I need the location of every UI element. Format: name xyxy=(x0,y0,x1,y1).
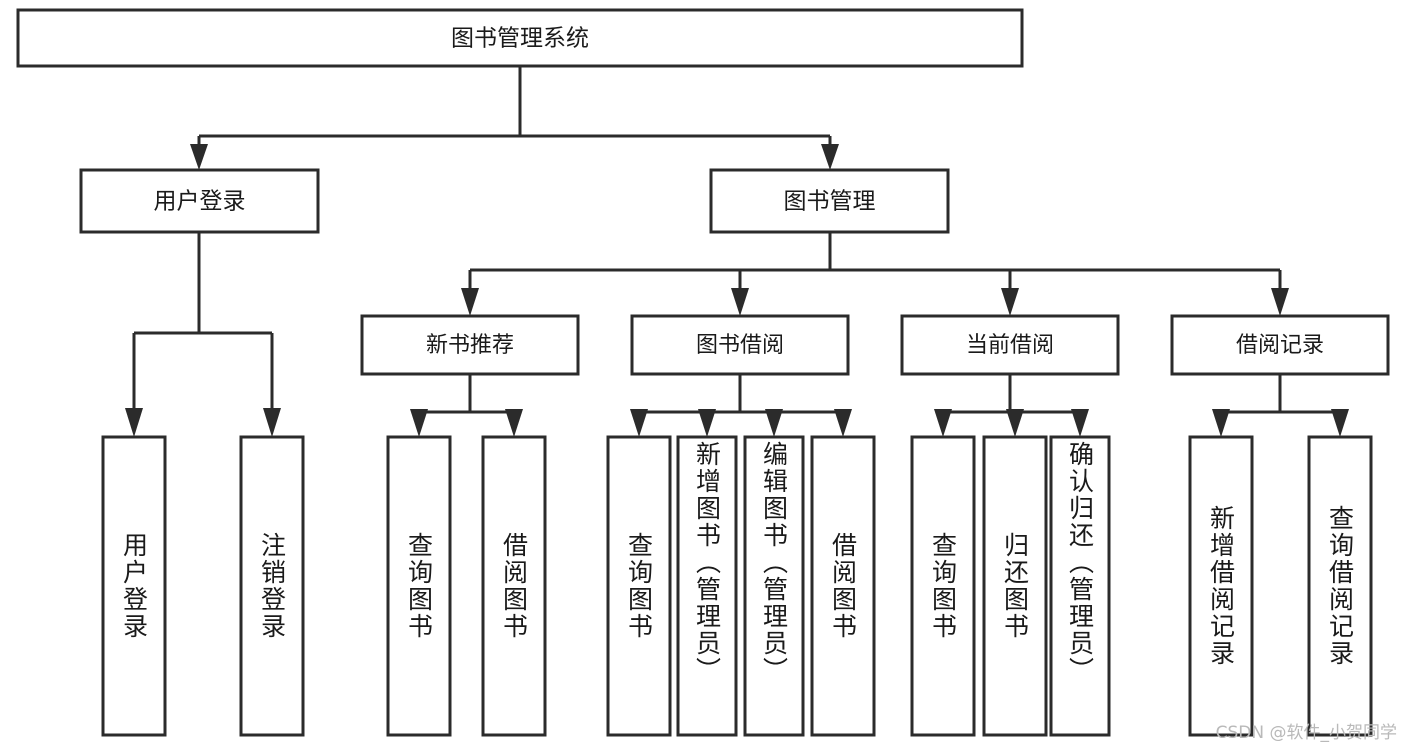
node-book-manage-label: 图书管理 xyxy=(784,189,876,215)
node-current-borrow-label: 当前借阅 xyxy=(966,333,1054,358)
node-leaf-query-book-1-box[interactable] xyxy=(386,435,452,737)
node-leaf-query-book-3-box[interactable] xyxy=(910,435,976,737)
arrowhead-leaf-query-book-3 xyxy=(934,409,952,437)
arrowhead-leaf-add-book xyxy=(698,409,716,437)
arrowhead-bookborrow xyxy=(731,288,749,316)
edge-layer xyxy=(125,66,1349,437)
arrowhead-newbookrec xyxy=(461,288,479,316)
arrowhead-leaf-return-book xyxy=(1006,409,1024,437)
arrowhead-leaf-user-login xyxy=(125,408,143,437)
node-borrow-record-box[interactable] xyxy=(1170,314,1390,376)
node-root-label: 图书管理系统 xyxy=(451,26,589,52)
arrowhead-leaf-query-book-2 xyxy=(630,409,648,437)
arrowhead-bookmanage xyxy=(821,144,839,170)
arrowhead-leaf-query-book-1 xyxy=(410,409,428,437)
arrowhead-leaf-edit-book xyxy=(765,409,783,437)
node-book-manage-box[interactable] xyxy=(709,168,950,234)
node-leaf-borrow-book-2-box[interactable] xyxy=(810,435,876,737)
arrowhead-leaf-borrow-book-1 xyxy=(505,409,523,437)
node-root-box[interactable] xyxy=(16,8,1024,68)
arrowhead-leaf-confirm-return xyxy=(1071,409,1089,437)
arrowhead-currentborrow xyxy=(1001,288,1019,316)
arrowhead-leaf-query-record xyxy=(1331,409,1349,437)
watermark: CSDN @软件_小贺同学 xyxy=(1215,723,1397,743)
node-layer: 图书管理系统 用户登录 图书管理 新书推荐 图书借阅 当前借阅 借阅记录 xyxy=(16,8,1390,737)
node-leaf-user-login-box[interactable] xyxy=(101,435,167,737)
node-leaf-query-book-2-box[interactable] xyxy=(606,435,672,737)
arrowhead-leaf-borrow-book-2 xyxy=(834,409,852,437)
node-leaf-query-record-box[interactable] xyxy=(1307,435,1373,737)
arrowhead-leaf-add-record xyxy=(1212,409,1230,437)
node-book-borrow-box[interactable] xyxy=(630,314,850,376)
node-leaf-add-record-box[interactable] xyxy=(1188,435,1254,737)
node-leaf-borrow-book-1-box[interactable] xyxy=(481,435,547,737)
node-leaf-logout-box[interactable] xyxy=(239,435,305,737)
arrowhead-leaf-logout xyxy=(263,408,281,437)
node-new-book-rec-label: 新书推荐 xyxy=(426,333,514,358)
node-current-borrow-box[interactable] xyxy=(900,314,1120,376)
node-leaf-confirm-return-box[interactable] xyxy=(1049,435,1111,737)
node-user-login-label: 用户登录 xyxy=(154,189,246,215)
node-borrow-record-label: 借阅记录 xyxy=(1236,333,1324,358)
node-book-borrow-label: 图书借阅 xyxy=(696,333,784,358)
node-leaf-add-book-box[interactable] xyxy=(676,435,738,737)
node-leaf-return-book-box[interactable] xyxy=(982,435,1048,737)
node-new-book-rec-box[interactable] xyxy=(360,314,580,376)
node-user-login-box[interactable] xyxy=(79,168,320,234)
arrowhead-borrowrecord xyxy=(1271,288,1289,316)
node-leaf-edit-book-box[interactable] xyxy=(743,435,805,737)
arrowhead-userlogin xyxy=(190,144,208,170)
